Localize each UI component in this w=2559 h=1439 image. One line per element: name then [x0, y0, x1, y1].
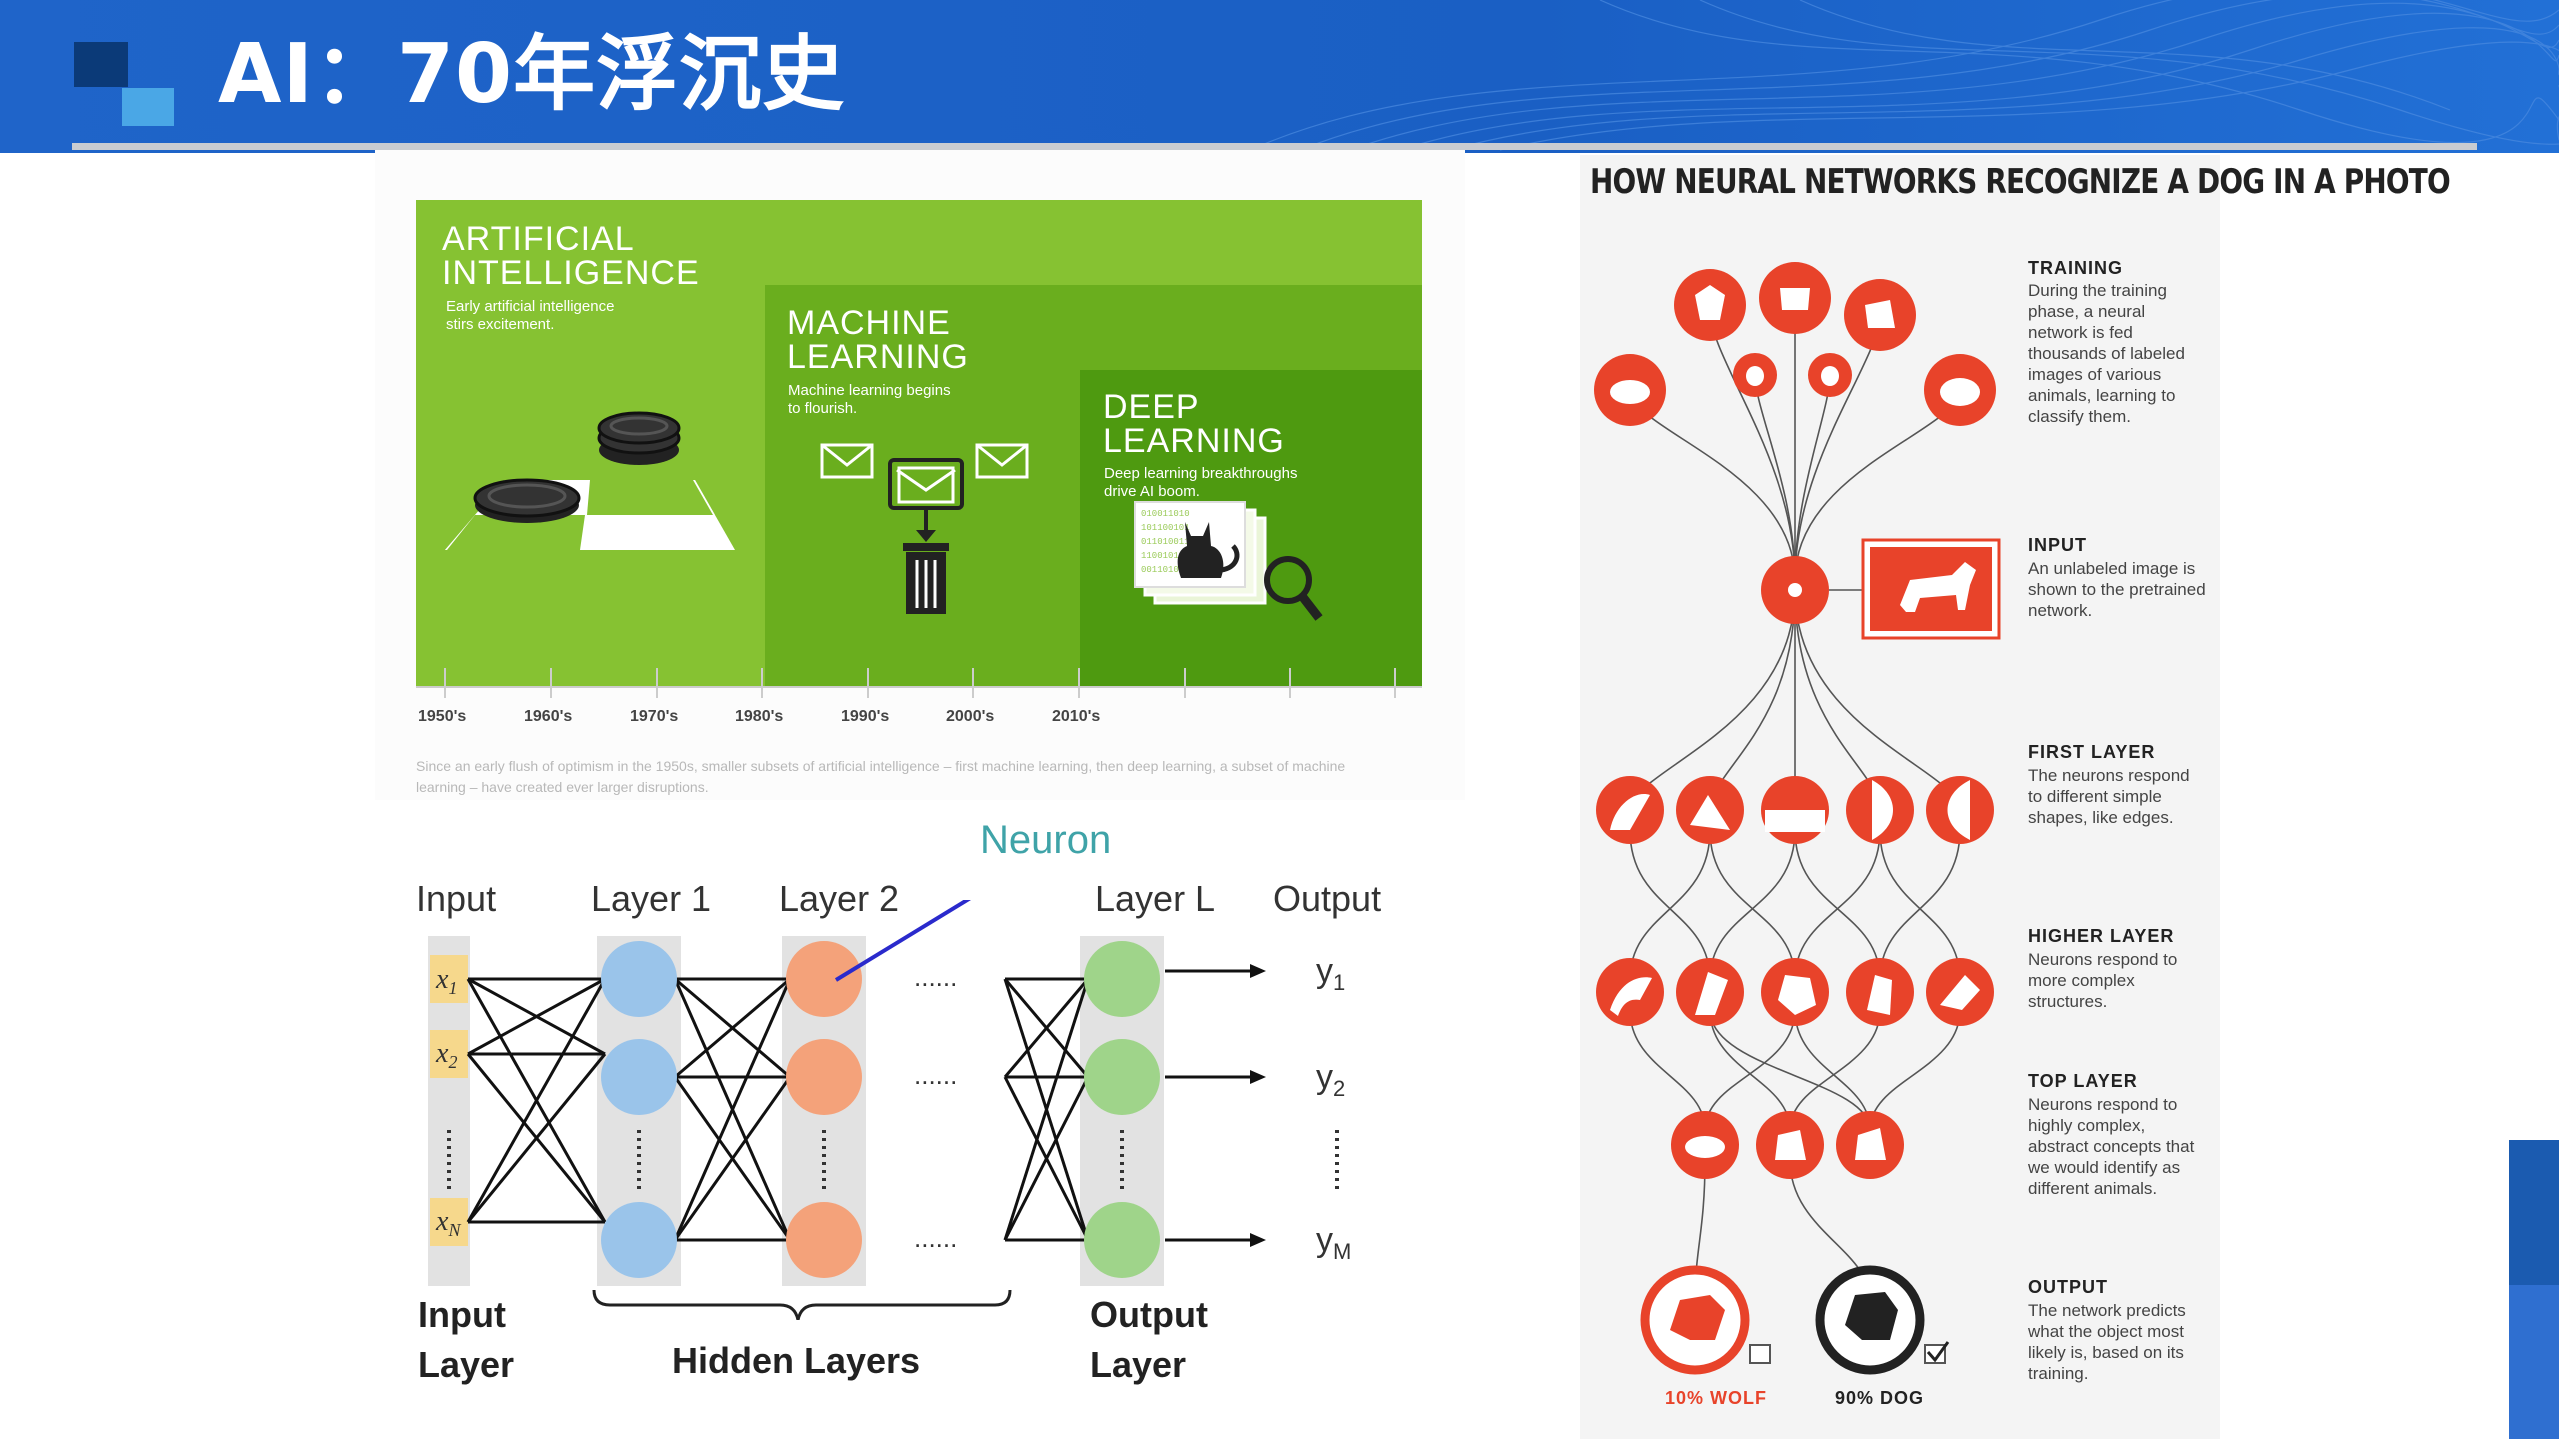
ai-label: ARTIFICIAL INTELLIGENCE [442, 220, 700, 292]
svg-text:......: ...... [914, 962, 957, 992]
neural-network-diagram: x1 x2 xN ...... ...... ...... [428, 900, 1351, 1320]
top-layer-text: Neurons respond to highly complex, abstr… [2028, 1095, 2195, 1198]
dl-sub: Deep learning breakthroughs drive AI boo… [1104, 465, 1298, 500]
svg-text:110010110: 110010110 [1141, 551, 1190, 561]
header-output: Output [1273, 878, 1382, 919]
svg-text:010011010: 010011010 [1141, 509, 1190, 519]
input-node [430, 955, 468, 1003]
cat-image-search-icon: 010011010 101100101 011010011 110010110 00… [1134, 501, 1323, 621]
neuron [786, 1202, 862, 1278]
logo-square-dark [74, 42, 128, 87]
training-text: During the training phase, a neural netw… [2028, 281, 2185, 426]
higher-layer-text: Neurons respond to more complex structur… [2028, 950, 2178, 1011]
side-accent-bar [2509, 1140, 2559, 1285]
neuron [601, 1039, 677, 1115]
decade-label: 1950's [418, 708, 467, 725]
hidden-layers-brace [592, 1289, 1012, 1320]
ml-sub: Machine learning begins to flourish. [788, 382, 951, 417]
output-title: OUTPUT [2028, 1277, 2108, 1297]
neuron [1084, 1039, 1160, 1115]
neuron [601, 941, 677, 1017]
dog-output-label: 90% DOG [1835, 1388, 1925, 1408]
dog-infographic-title: HOW NEURAL NETWORKS RECOGNIZE A DOG IN A… [1590, 162, 2451, 202]
ai-caption: Since an early flush of optimism in the … [416, 758, 1346, 795]
training-title: TRAINING [2028, 258, 2123, 278]
dog-network-diagram [1594, 262, 2001, 1375]
decade-label: 1970's [630, 708, 679, 725]
page-title: AI：70年浮沉史 [218, 27, 846, 122]
footer-input-layer: Input Layer [418, 1294, 515, 1385]
first-layer-title: FIRST LAYER [2028, 742, 2156, 762]
header-layer1: Layer 1 [591, 878, 712, 919]
input-node [430, 1198, 468, 1246]
dl-label: DEEP LEARNING [1103, 388, 1285, 460]
neuron-label: Neuron [980, 818, 1112, 862]
input-node [430, 1030, 468, 1078]
svg-text:......: ...... [914, 1060, 957, 1090]
svg-text:011010011: 011010011 [1141, 537, 1190, 547]
svg-text:001101011: 001101011 [1141, 565, 1190, 575]
check-icon [1926, 1341, 1950, 1363]
ai-timeline-panel: 010011010 101100101 011010011 110010110 00… [375, 150, 1465, 800]
svg-text:......: ...... [914, 1223, 957, 1253]
footer-output-layer: Output Layer [1090, 1294, 1208, 1385]
decade-label: 1960's [524, 708, 573, 725]
svg-text:101100101: 101100101 [1141, 523, 1190, 533]
header-wave-pattern [0, 0, 2559, 153]
footer-hidden-layers: Hidden Layers [672, 1340, 921, 1381]
input-title: INPUT [2028, 535, 2087, 555]
first-layer-text: The neurons respond to different simple … [2028, 766, 2190, 827]
output-text: The network predicts what the object mos… [2028, 1301, 2186, 1383]
decade-label: 2000's [946, 708, 995, 725]
mail-sorting-icon [820, 443, 1029, 614]
header-divider [72, 143, 2477, 150]
header-layerL: Layer L [1095, 878, 1216, 919]
header-layer2: Layer 2 [779, 878, 900, 919]
ml-label: MACHINE LEARNING [787, 304, 969, 376]
checkers-board-icon [445, 411, 735, 550]
header-banner: AI：70年浮沉史 [0, 0, 2559, 153]
ai-timeline-graphic: 010011010 101100101 011010011 110010110 00… [416, 200, 1422, 698]
svg-text:yM: yM [1316, 1221, 1351, 1264]
svg-text:y2: y2 [1316, 1058, 1345, 1101]
decade-label: 2010's [1052, 708, 1101, 725]
higher-layer-title: HIGHER LAYER [2028, 926, 2175, 946]
neuron [1084, 941, 1160, 1017]
header-input: Input [416, 878, 497, 919]
wolf-output-label: 10% WOLF [1665, 1388, 1768, 1408]
neuron [786, 1039, 862, 1115]
side-accent-bar [2509, 1285, 2559, 1439]
ai-sub: Early artificial intelligence stirs exci… [446, 298, 615, 333]
top-layer-title: TOP LAYER [2028, 1071, 2138, 1091]
decade-label: 1980's [735, 708, 784, 725]
neuron [1084, 1202, 1160, 1278]
neuron [601, 1202, 677, 1278]
logo-square-light [122, 88, 174, 126]
neuron [786, 941, 862, 1017]
neuron-pointer [834, 900, 972, 982]
decade-label: 1990's [841, 708, 890, 725]
svg-text:y1: y1 [1316, 952, 1345, 995]
input-text: An unlabeled image is shown to the pretr… [2028, 559, 2206, 620]
